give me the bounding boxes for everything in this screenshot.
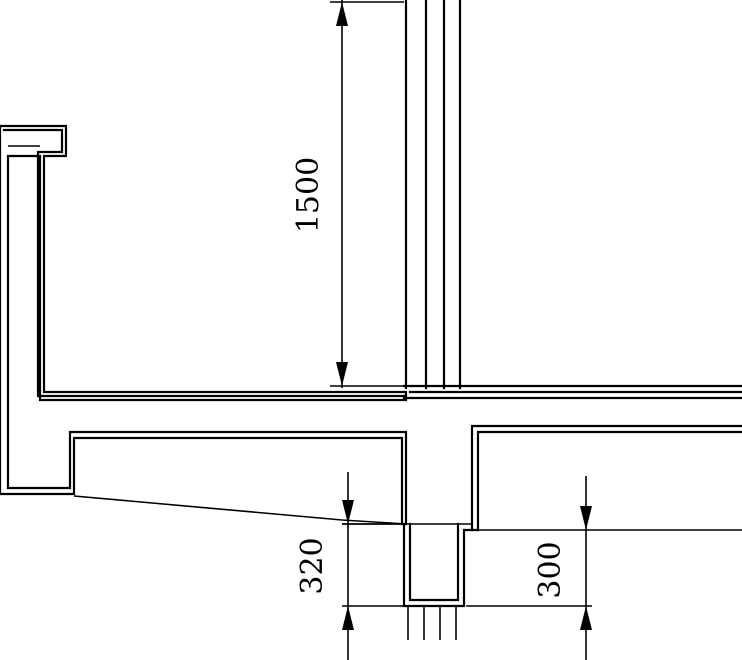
arrow-down-icon bbox=[580, 506, 592, 530]
right-beam bbox=[470, 424, 742, 532]
dimension-label-300: 300 bbox=[533, 541, 568, 598]
upper-wall bbox=[404, 0, 462, 390]
left-parapet bbox=[0, 124, 408, 526]
arrow-up-icon bbox=[342, 606, 354, 630]
arrow-up-icon bbox=[336, 2, 348, 26]
sloped-soffit bbox=[73, 495, 407, 525]
arrow-down-icon bbox=[342, 500, 354, 524]
dimension-label-1500: 1500 bbox=[291, 157, 326, 233]
dimension-300: 300 bbox=[466, 476, 592, 660]
dimension-1500: 1500 bbox=[291, 0, 404, 388]
lower-gutter bbox=[402, 522, 742, 640]
dimension-320: 320 bbox=[295, 472, 406, 660]
arrow-down-icon bbox=[336, 362, 348, 386]
dimension-label-320: 320 bbox=[295, 537, 330, 594]
floor-slab bbox=[402, 384, 742, 400]
arrow-up-icon bbox=[580, 606, 592, 630]
